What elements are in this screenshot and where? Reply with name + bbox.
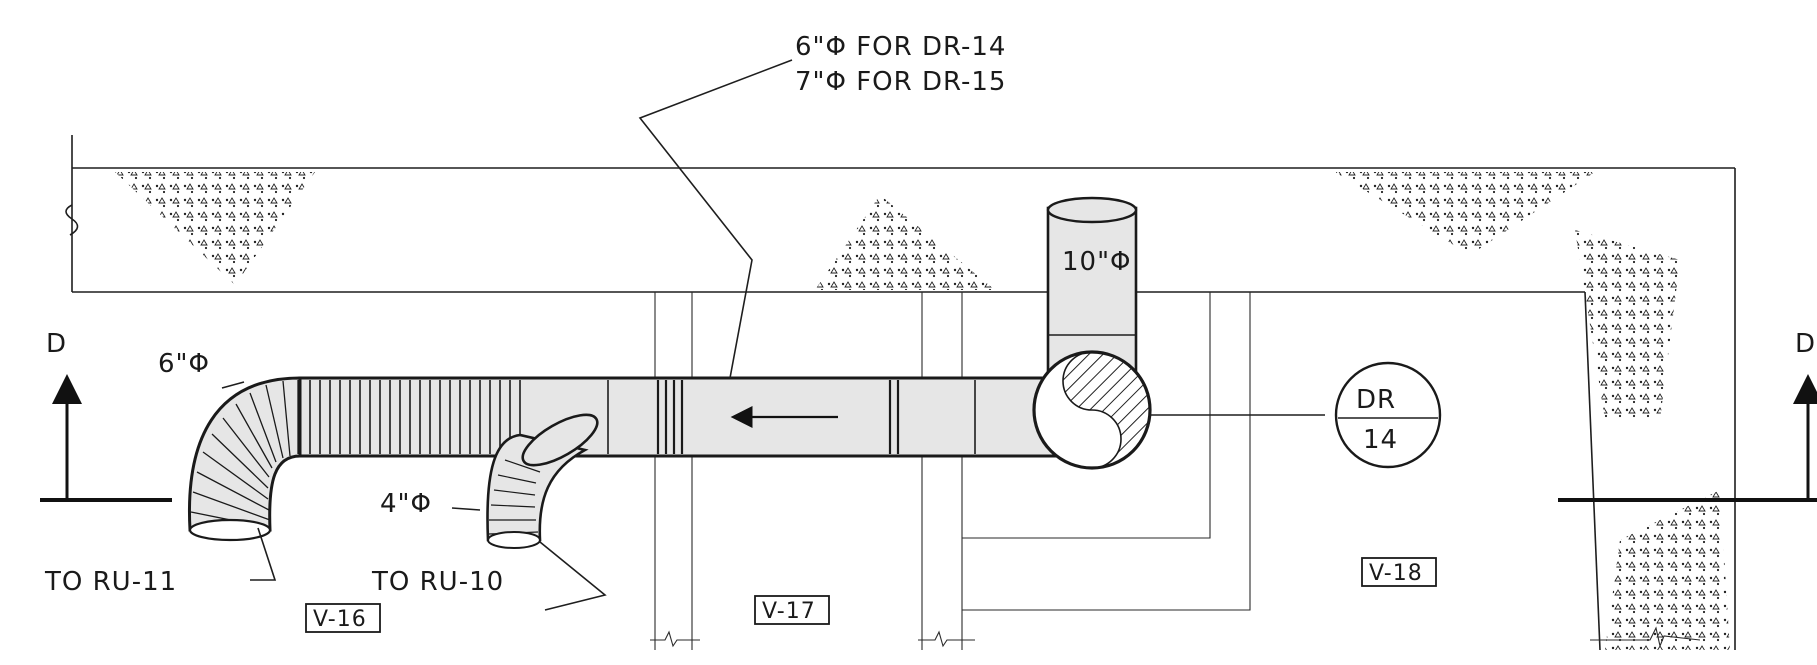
register-tag-circle [1334, 361, 1442, 469]
register-dr-14 [1032, 350, 1325, 470]
elbow-6in [187, 376, 302, 542]
main-duct [298, 376, 1062, 458]
section-mark-left: D [46, 329, 67, 359]
register-tag-top: DR [1356, 385, 1396, 415]
concrete-beam [65, 135, 1736, 651]
branch-4in [486, 413, 599, 549]
register-tag-bottom: 14 [1363, 425, 1398, 455]
duct-size-10: 10"Φ [1062, 247, 1132, 277]
bay-tag-boxes [305, 361, 1442, 633]
callout-line-2: 7"Φ FOR DR-15 [795, 67, 1006, 97]
concrete-aggregate [115, 172, 1730, 650]
to-ru-11-label: TO RU-11 [44, 567, 177, 597]
section-mark-right: D [1795, 329, 1816, 359]
to-ru-10-label: TO RU-10 [371, 567, 504, 597]
duct-size-4: 4"Φ [380, 489, 432, 519]
bay-tag-v16: V-16 [313, 607, 367, 632]
leader-lines [221, 59, 793, 611]
bay-tag-v18: V-18 [1369, 561, 1423, 586]
callout-line-1: 6"Φ FOR DR-14 [795, 32, 1006, 62]
section-cut-right [1558, 374, 1817, 502]
section-cut-left [40, 374, 172, 502]
bay-tag-v17: V-17 [762, 599, 816, 624]
joists [650, 292, 1701, 650]
duct-size-6: 6"Φ [158, 349, 210, 379]
